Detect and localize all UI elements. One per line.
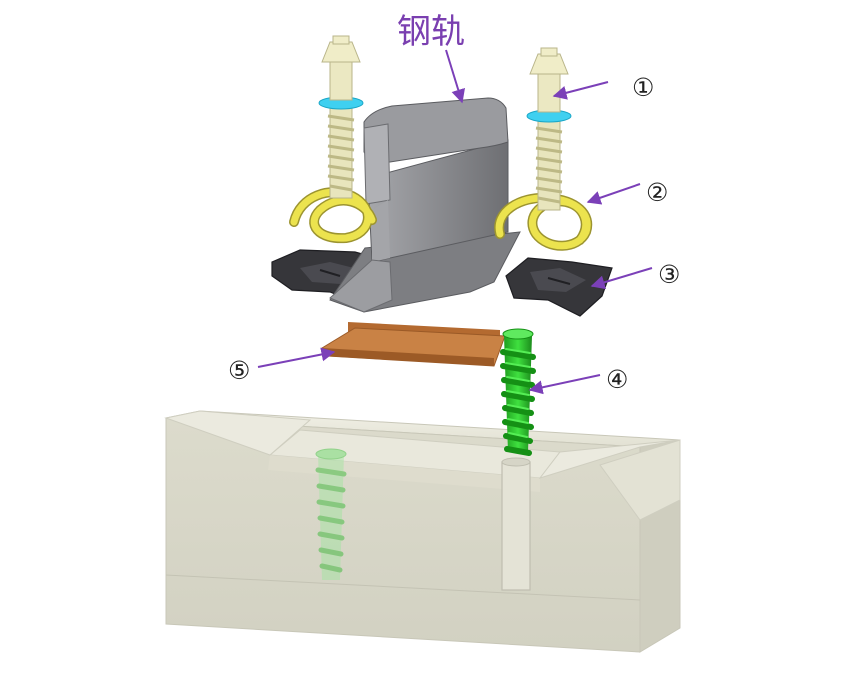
arrow-1 xyxy=(552,81,609,100)
screw-spike-left xyxy=(318,35,364,199)
label-4: ④ xyxy=(606,365,629,394)
rail-pad xyxy=(321,322,506,367)
screw-spike-right xyxy=(526,47,572,211)
concrete-sleeper xyxy=(164,410,681,653)
arrow-rail xyxy=(445,49,465,104)
arrow-5 xyxy=(257,347,336,368)
label-2: ② xyxy=(646,178,669,207)
arrow-2 xyxy=(586,183,641,205)
plastic-dowel xyxy=(500,328,536,456)
label-1: ① xyxy=(632,73,655,102)
label-3: ③ xyxy=(658,260,681,289)
elastic-clip-right xyxy=(494,192,593,251)
tie-plate-right xyxy=(505,257,613,317)
arrow-4 xyxy=(528,374,601,395)
rail xyxy=(329,97,521,313)
leader-arrows xyxy=(257,49,653,395)
label-rail: 钢轨 xyxy=(397,12,465,52)
elastic-clip-left xyxy=(289,187,377,244)
embedded-dowel xyxy=(315,448,347,580)
arrow-3 xyxy=(590,267,653,290)
label-5: ⑤ xyxy=(228,356,251,385)
